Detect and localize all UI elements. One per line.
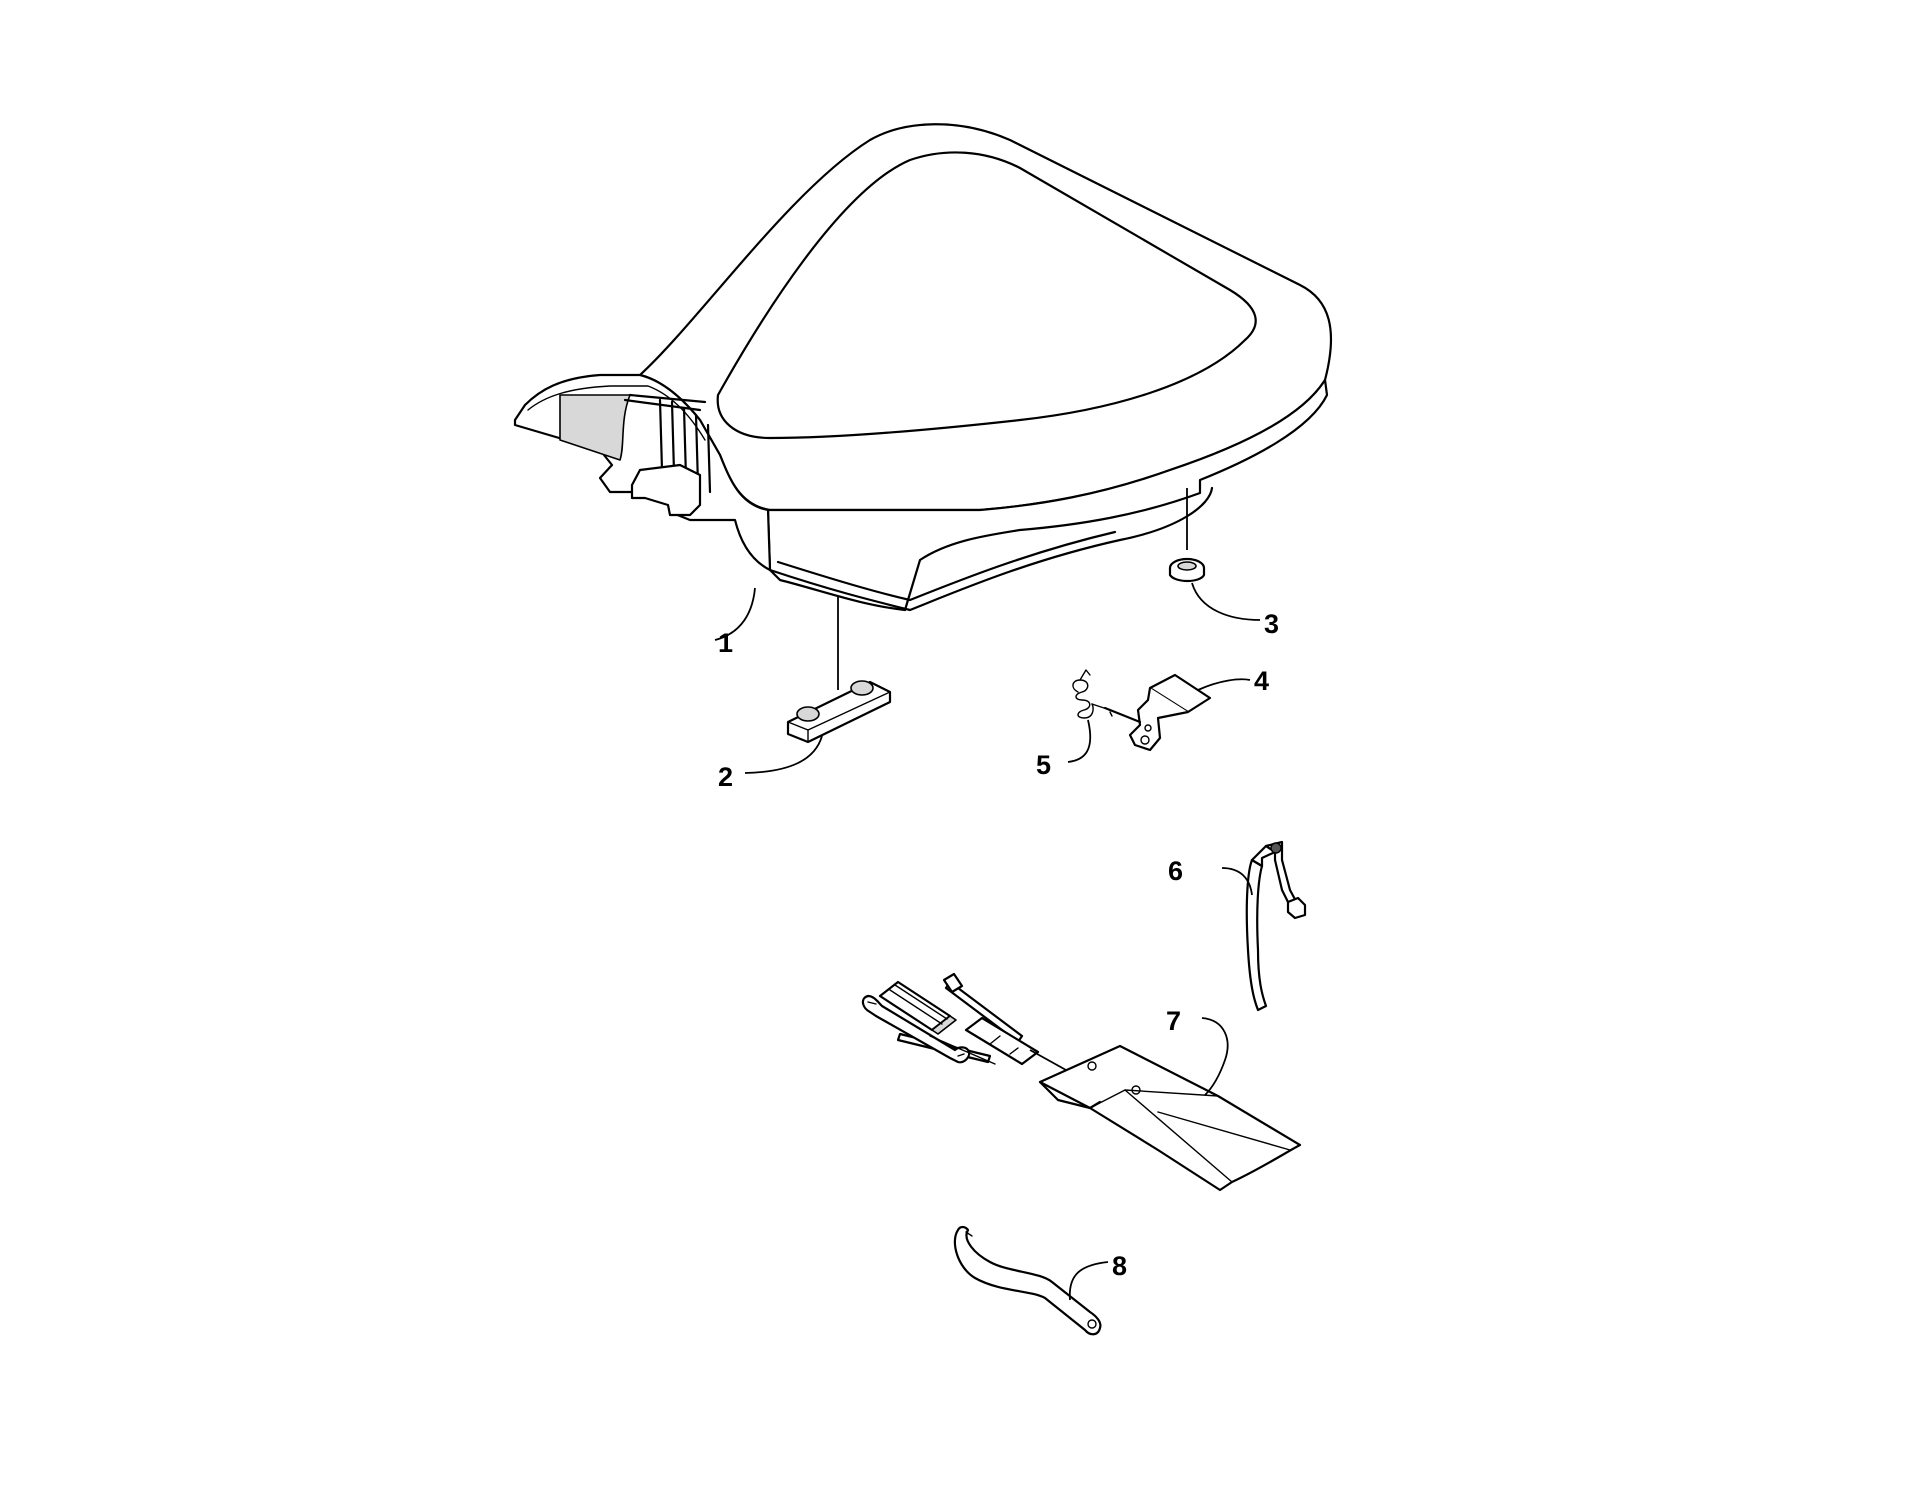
leader-line-6 (1221, 867, 1253, 896)
leader-line-3 (1191, 582, 1261, 621)
part-grommet (1168, 488, 1206, 583)
spring-coil (1072, 679, 1094, 719)
seat-base-edge (768, 486, 1214, 612)
seat-front-cavity (559, 394, 631, 461)
part-spanner-wrench (953, 1225, 1102, 1336)
callout-label-2: 2 (718, 762, 733, 792)
leader-line-2 (744, 735, 823, 774)
strap-band (1245, 858, 1268, 1012)
callout-label-3: 3 (1264, 609, 1279, 639)
callout-label-4: 4 (1254, 666, 1269, 696)
latch-plate (1148, 673, 1212, 714)
callout-label-7: 7 (1166, 1006, 1181, 1036)
tool-open-end-wrench (861, 994, 971, 1064)
seat-base-rim (766, 378, 1329, 612)
part-tool-pouch (1038, 1044, 1302, 1192)
leader-line-4 (1197, 678, 1251, 691)
leader-line-7 (1201, 1017, 1229, 1096)
tool-spark-plug-socket (964, 1016, 1040, 1066)
tool-pouch-snap-1 (1087, 1061, 1097, 1071)
strap-rivet (1270, 842, 1282, 854)
tool-kit-contents (861, 972, 1040, 1066)
seat-inner-panel (716, 151, 1257, 440)
leader-line-5 (1067, 719, 1092, 763)
seat-front-inner-line (527, 385, 706, 441)
callout-label-1: 1 (718, 628, 733, 658)
tool-pouch-snap-2 (1131, 1085, 1141, 1095)
tool-pouch-body (1038, 1044, 1302, 1192)
seat-base-edge-inner (776, 530, 1117, 602)
spanner-wrench-body (953, 1225, 1102, 1336)
part-strap (1245, 840, 1307, 1012)
part-spring (1072, 669, 1105, 719)
callout-label-5: 5 (1036, 750, 1051, 780)
part-seat (513, 123, 1333, 612)
seat-mounting-tongue (630, 463, 702, 517)
mount-plate-bumper-right (850, 680, 874, 696)
part-mount-plate (786, 680, 892, 744)
leader-line-1 (714, 587, 756, 641)
mount-plate-bumper-left (796, 706, 820, 722)
leader-line-8 (1068, 1261, 1109, 1301)
callout-label-6: 6 (1168, 856, 1183, 886)
part-latch (1103, 673, 1212, 752)
callout-label-8: 8 (1112, 1251, 1127, 1281)
